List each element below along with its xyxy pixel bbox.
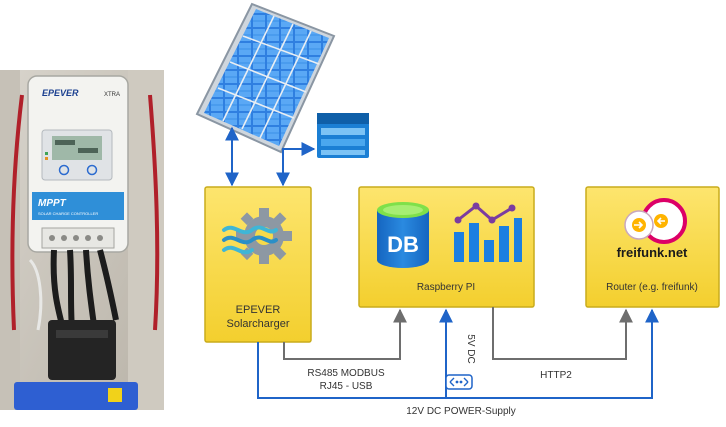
solarcharger-label-line2: Solarcharger (227, 318, 290, 330)
raspberry-label: Raspberry PI (417, 282, 475, 293)
device-model: XTRA (104, 92, 120, 98)
database-icon: DB (377, 202, 429, 268)
edge-12v-bus (257, 308, 659, 399)
waves-icon (222, 225, 278, 255)
solar-panel-icon (195, 2, 336, 154)
edge-label-rs485-line2: RJ45 - USB (320, 381, 373, 392)
router-label: Router (e.g. freifunk) (606, 282, 698, 293)
device-panel-subtitle: SOLAR CHARGE CONTROLLER (38, 211, 98, 216)
device-photo: EPEVER XTRA MPPT SOLAR CHARGE CONTROLLER (0, 70, 164, 410)
node-solarcharger: EPEVER Solarcharger (204, 186, 312, 343)
freifunk-logo-icon: freifunk.net (617, 198, 688, 260)
device-button-left (58, 164, 70, 176)
node-router: freifunk.net Router (e.g. freifunk) (585, 186, 720, 308)
freifunk-logo-text: freifunk.net (617, 245, 688, 260)
analytics-chart-icon (454, 202, 522, 262)
device-button-right (86, 164, 98, 176)
device-battery-box (48, 320, 116, 380)
data-table-icon (317, 113, 369, 158)
dc-converter-icon (445, 374, 473, 390)
edge-rs485 (283, 308, 407, 360)
device-mppt-label (32, 192, 124, 220)
device-panel-title: MPPT (38, 198, 67, 209)
edge-label-5v: 5V DC (465, 334, 476, 363)
edge-label-rs485-line1: RS485 MODBUS (307, 368, 385, 379)
edge-charger-table (276, 142, 316, 187)
edge-label-12v: 12V DC POWER-Supply (406, 406, 515, 417)
node-raspberry-pi: DB Raspberry PI (358, 186, 535, 308)
gear-icon (236, 208, 292, 264)
solarcharger-label-line1: EPEVER (236, 304, 281, 316)
db-icon-text: DB (387, 232, 419, 257)
device-brand: EPEVER (42, 88, 79, 98)
edge-label-http2: HTTP2 (540, 370, 572, 381)
edge-http2 (492, 307, 633, 360)
